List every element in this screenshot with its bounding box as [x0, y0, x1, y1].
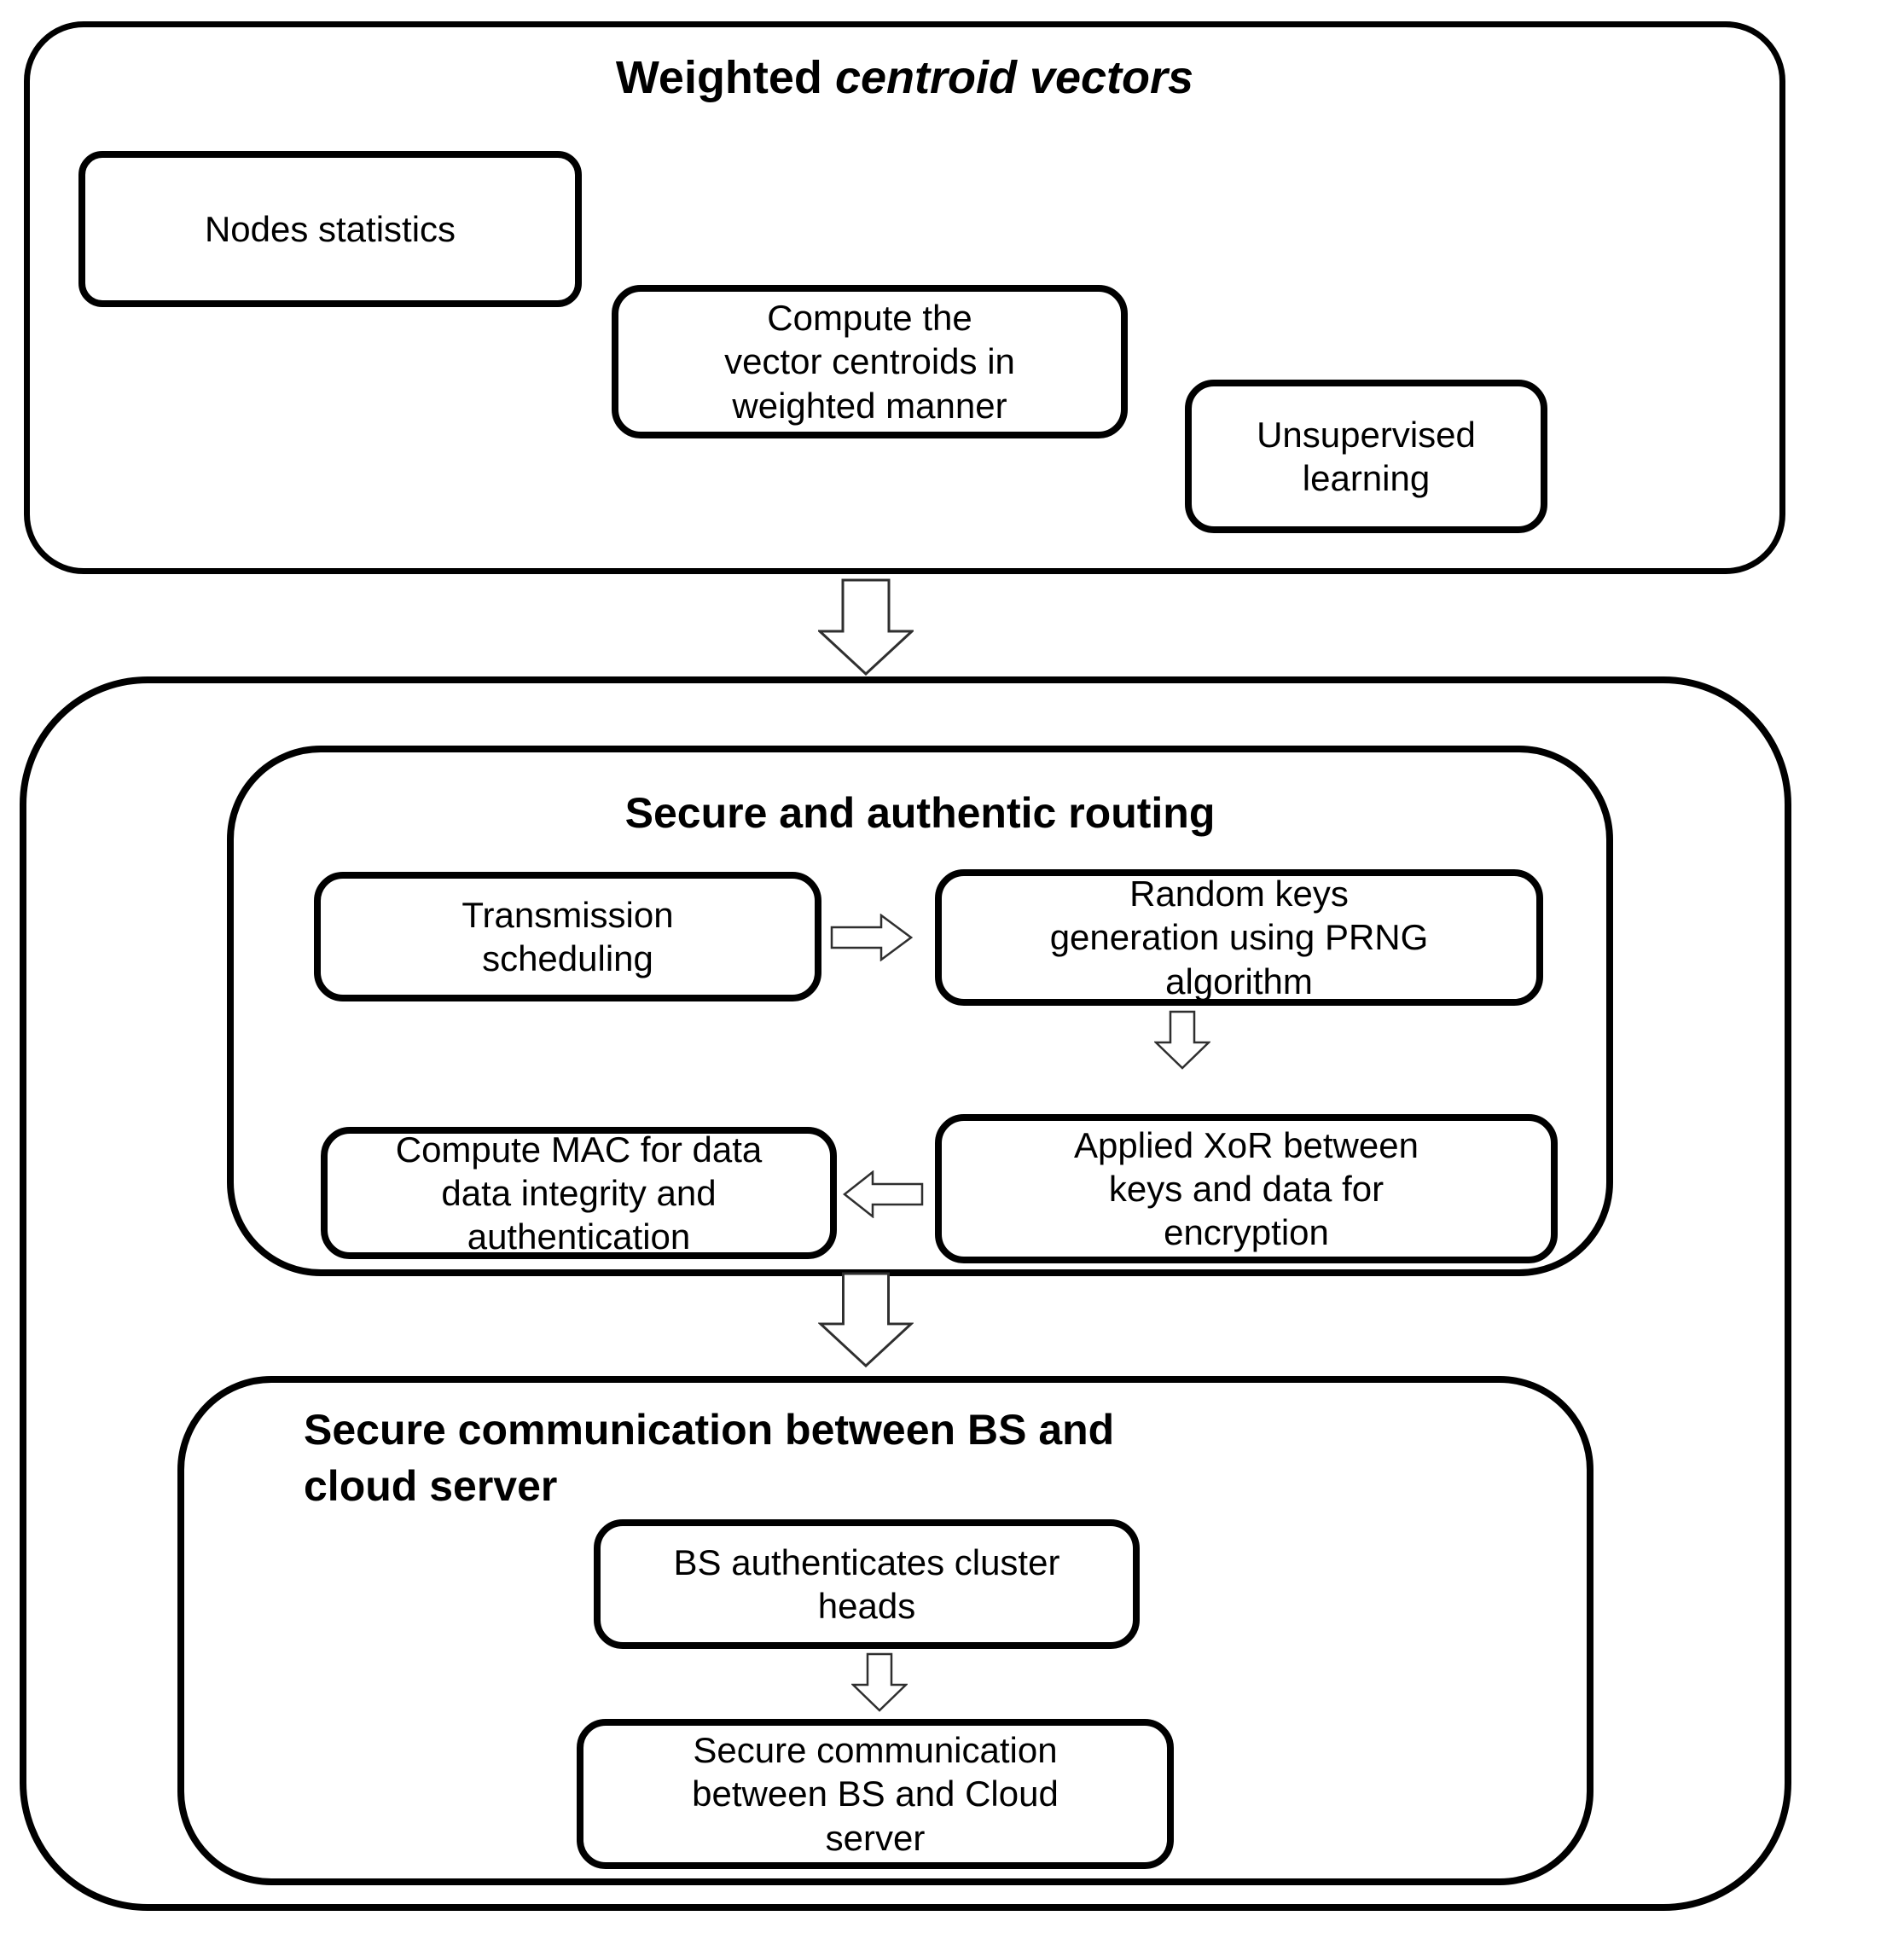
bs-authenticates-label: BS authenticates cluster heads	[673, 1541, 1060, 1626]
down-block-arrow-icon	[818, 578, 914, 676]
weighted-centroid-title-regular: Weighted	[615, 52, 835, 103]
random-keys-prng-box: Random keys generation using PRNG algori…	[935, 869, 1543, 1006]
unsupervised-learning-box: Unsupervised learning	[1185, 380, 1547, 533]
secure-authentic-routing-section: Secure and authentic routing Transmissio…	[227, 746, 1613, 1276]
transmission-scheduling-label: Transmission scheduling	[461, 894, 674, 978]
unsupervised-learning-label: Unsupervised learning	[1257, 414, 1476, 498]
applied-xor-label: Applied XoR between keys and data for en…	[1074, 1124, 1419, 1253]
compute-vector-centroids-box: Compute the vector centroids in weighted…	[612, 285, 1128, 438]
secure-communication-label: Secure communication between BS and Clou…	[692, 1730, 1059, 1858]
weighted-centroid-title-italic: centroid vectors	[834, 52, 1194, 103]
bs-authenticates-box: BS authenticates cluster heads	[594, 1519, 1140, 1649]
bs-cloud-title: Secure communication between BS and clou…	[304, 1406, 1115, 1510]
transmission-scheduling-box: Transmission scheduling	[314, 872, 821, 1001]
left-block-arrow-icon	[843, 1170, 924, 1218]
weighted-centroid-section: Weighted centroid vectors Nodes statisti…	[24, 21, 1785, 574]
right-block-arrow-icon	[830, 914, 913, 961]
nodes-statistics-label: Nodes statistics	[204, 208, 456, 249]
compute-mac-box: Compute MAC for data data integrity and …	[321, 1127, 837, 1259]
compute-mac-label: Compute MAC for data data integrity and …	[395, 1129, 763, 1257]
secure-communication-box: Secure communication between BS and Clou…	[577, 1719, 1174, 1869]
random-keys-prng-label: Random keys generation using PRNG algori…	[1049, 874, 1429, 1001]
down-block-arrow-icon	[818, 1272, 914, 1367]
small-down-arrow-icon	[1154, 1010, 1210, 1070]
secure-authentic-routing-title: Secure and authentic routing	[624, 789, 1216, 837]
nodes-statistics-box: Nodes statistics	[78, 151, 582, 307]
compute-vector-centroids-label: Compute the vector centroids in weighted…	[724, 298, 1015, 426]
secure-layers-outer-container: Secure and authentic routing Transmissio…	[20, 676, 1791, 1911]
small-down-arrow-icon	[851, 1652, 908, 1712]
bs-cloud-section: Secure communication between BS and clou…	[177, 1376, 1593, 1885]
applied-xor-box: Applied XoR between keys and data for en…	[935, 1114, 1558, 1263]
weighted-centroid-title: Weighted centroid vectors	[30, 51, 1779, 104]
